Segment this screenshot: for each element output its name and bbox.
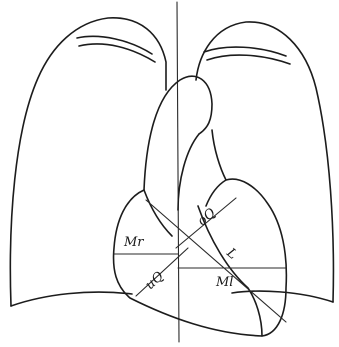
heart-outline	[114, 130, 287, 336]
right-lung-outline	[196, 22, 333, 302]
right-lung-base	[232, 291, 333, 302]
left-lung-base	[11, 292, 132, 306]
label-mr: Mr	[123, 235, 144, 250]
left-clavicle-band	[77, 36, 155, 62]
heart-inner-boundary	[144, 180, 226, 236]
right-clavicle-band	[204, 47, 290, 64]
midline	[177, 2, 179, 342]
label-uq: uQ	[143, 269, 167, 293]
vessel-inner-line	[178, 134, 199, 210]
line-uq	[136, 248, 188, 296]
label-ml: Ml	[215, 275, 233, 290]
left-lung-outline	[10, 18, 166, 306]
